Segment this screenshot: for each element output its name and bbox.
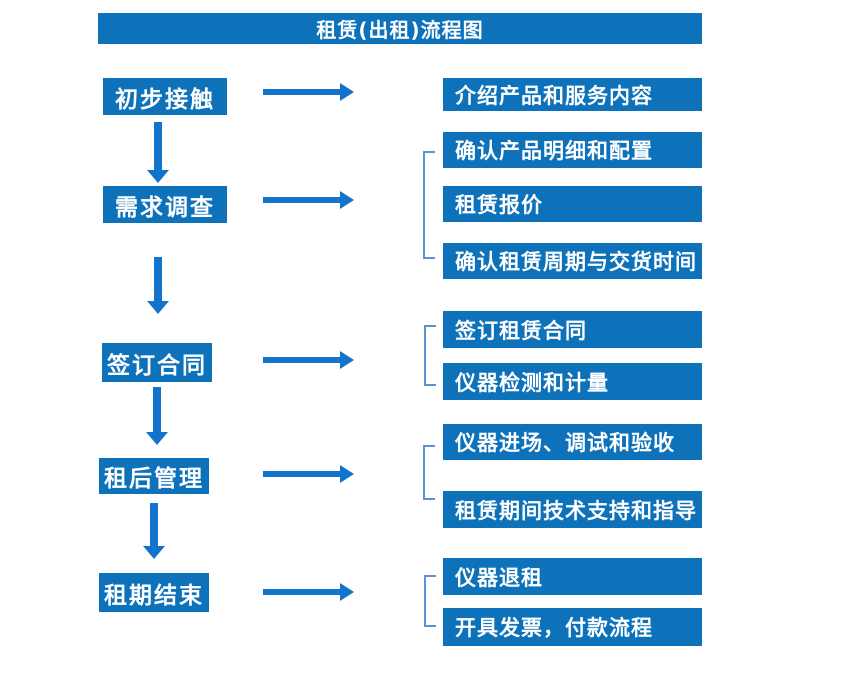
arrow-shaft (154, 257, 162, 302)
detail-box-invoice-payment: 开具发票，付款流程 (443, 608, 702, 646)
group-bracket (423, 445, 435, 500)
detail-box-confirm-product-config: 确认产品明细和配置 (443, 132, 702, 168)
arrow-shaft (263, 197, 341, 203)
detail-box-instrument-return: 仪器退租 (443, 558, 702, 595)
arrow-head (340, 191, 354, 209)
detail-box-sign-rental-contract: 签订租赁合同 (443, 311, 702, 348)
arrow-head (147, 170, 169, 183)
detail-box-confirm-period-delivery: 确认租赁周期与交货时间 (443, 243, 702, 279)
detail-box-instrument-testing: 仪器检测和计量 (443, 363, 702, 400)
arrow-down-icon (147, 122, 169, 183)
arrow-head (143, 546, 165, 559)
arrow-right-icon (263, 464, 354, 484)
arrow-shaft (263, 589, 341, 595)
step-box-demand-survey: 需求调查 (103, 186, 227, 223)
arrow-shaft (263, 357, 341, 363)
arrow-right-icon (263, 82, 354, 102)
group-bracket (423, 151, 435, 259)
step-box-rental-end: 租期结束 (99, 573, 209, 612)
arrow-shaft (154, 122, 162, 171)
arrow-shaft (263, 89, 341, 95)
arrow-shaft (150, 503, 158, 547)
arrow-down-icon (146, 387, 168, 445)
arrow-head (340, 465, 354, 483)
arrow-head (340, 83, 354, 101)
arrow-shaft (153, 387, 161, 433)
arrow-head (340, 583, 354, 601)
arrow-shaft (263, 471, 341, 477)
group-bracket (424, 325, 436, 386)
flowchart-title: 租赁(出租)流程图 (98, 13, 702, 44)
detail-box-introduce-products: 介绍产品和服务内容 (443, 78, 702, 111)
detail-box-instrument-setup: 仪器进场、调试和验收 (443, 424, 702, 460)
arrow-right-icon (263, 190, 354, 210)
arrow-down-icon (147, 257, 169, 314)
step-box-post-rental-mgmt: 租后管理 (99, 458, 209, 494)
step-box-sign-contract: 签订合同 (102, 343, 212, 382)
detail-box-rental-quotation: 租赁报价 (443, 186, 702, 222)
step-box-initial-contact: 初步接触 (103, 78, 227, 115)
arrow-head (147, 301, 169, 314)
arrow-head (146, 432, 168, 445)
arrow-down-icon (143, 503, 165, 559)
arrow-right-icon (263, 350, 354, 370)
arrow-head (340, 351, 354, 369)
arrow-right-icon (263, 582, 354, 602)
group-bracket (424, 575, 436, 627)
detail-box-tech-support: 租赁期间技术支持和指导 (443, 491, 702, 528)
